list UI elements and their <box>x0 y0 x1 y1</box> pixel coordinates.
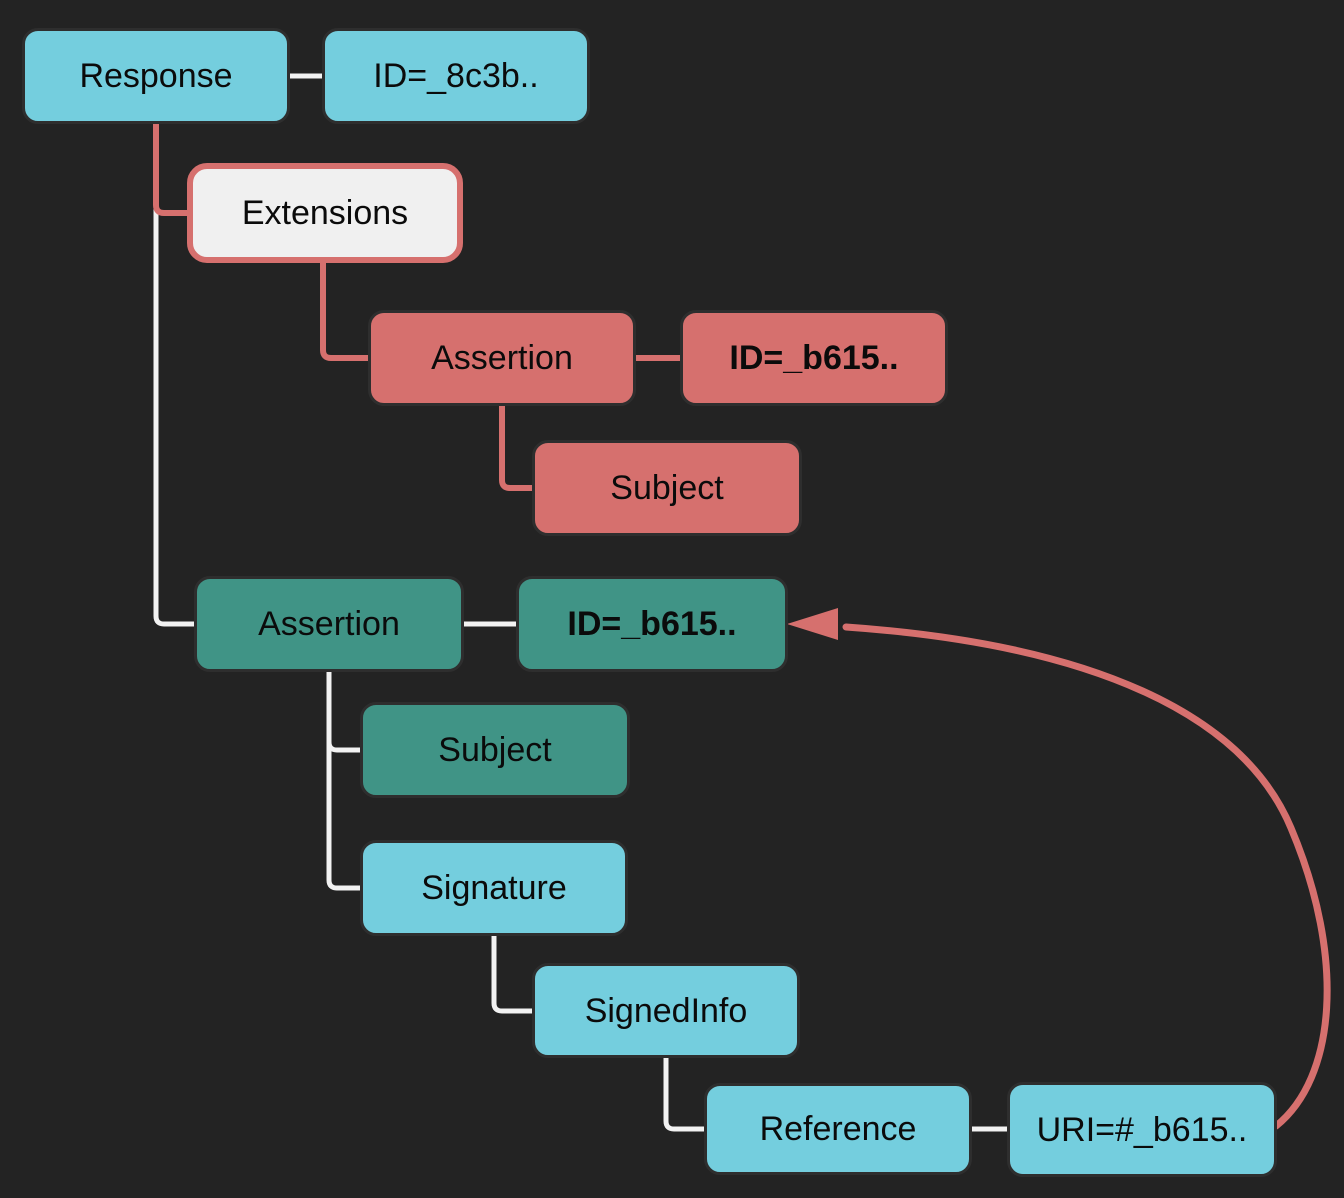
node-original-assertion-id: ID=_b615.. <box>516 576 788 672</box>
node-reference-uri-label: URI=#_b615.. <box>1036 1110 1248 1149</box>
node-response-id: ID=_8c3b.. <box>322 28 590 124</box>
node-reference: Reference <box>704 1083 972 1175</box>
node-extensions-label: Extensions <box>241 194 409 232</box>
node-signature-label: Signature <box>421 869 567 907</box>
node-response-label: Response <box>79 57 233 95</box>
edge-signature-to-signedinfo <box>491 934 535 1014</box>
node-evil-assertion-label: Assertion <box>431 339 573 377</box>
node-evil-subject-label: Subject <box>610 469 724 507</box>
node-evil-assertion: Assertion <box>368 310 636 406</box>
node-response-id-label: ID=_8c3b.. <box>373 57 539 95</box>
edge-extensions-to-evil-assertion <box>320 261 371 361</box>
edge-uri-to-original-assertion-id-curve <box>842 623 1331 1130</box>
node-original-assertion: Assertion <box>194 576 464 672</box>
node-evil-assertion-id-label: ID=_b615.. <box>729 339 899 377</box>
node-response: Response <box>22 28 290 124</box>
node-original-subject-label: Subject <box>438 731 552 769</box>
arrowhead-uri-to-original-assertion-id-icon <box>787 608 838 640</box>
node-evil-assertion-id: ID=_b615.. <box>680 310 948 406</box>
edge-original-assertion-to-signature <box>326 670 363 891</box>
node-reference-label: Reference <box>759 1110 917 1148</box>
node-original-subject: Subject <box>360 702 630 798</box>
node-evil-subject: Subject <box>532 440 802 536</box>
edge-original-assertion-to-subject <box>326 670 363 753</box>
node-reference-uri: URI=#_b615.. <box>1007 1082 1277 1177</box>
edge-signedinfo-to-reference <box>663 1056 707 1132</box>
node-extensions: Extensions <box>187 163 463 263</box>
node-original-assertion-id-label: ID=_b615.. <box>567 605 737 643</box>
edge-response-to-extensions <box>153 122 190 216</box>
node-signature: Signature <box>360 840 628 936</box>
node-signedinfo: SignedInfo <box>532 963 800 1058</box>
node-signedinfo-label: SignedInfo <box>584 991 748 1030</box>
node-original-assertion-label: Assertion <box>258 605 400 643</box>
edge-evil-assertion-to-subject <box>499 404 535 491</box>
